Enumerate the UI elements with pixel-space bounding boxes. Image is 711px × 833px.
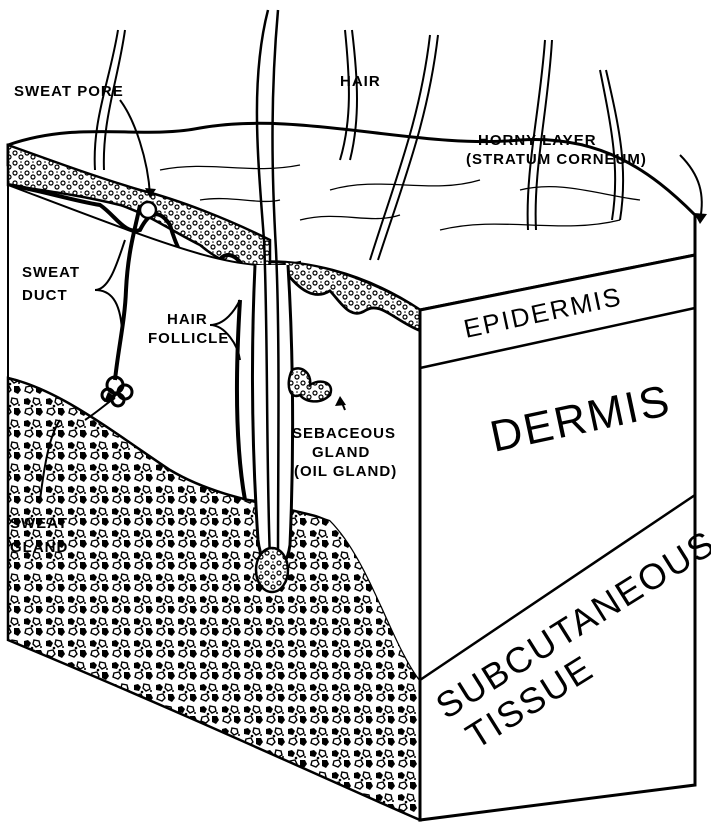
label-horny-layer-line2: (STRATUM CORNEUM) (466, 151, 647, 168)
label-sebaceous-line3: (OIL GLAND) (294, 463, 397, 480)
hair-bulb (256, 548, 288, 592)
label-sebaceous-line1: SEBACEOUS (292, 425, 396, 442)
label-horny-layer-line1: HORNY LAYER (478, 132, 597, 149)
label-hair-follicle-line1: HAIR (167, 311, 208, 328)
label-sweat-gland-line1: SWEAT (10, 515, 68, 532)
label-sweat-gland-line2: GLAND (10, 539, 68, 556)
hair-follicle (252, 265, 292, 569)
label-hair: HAIR (340, 73, 381, 90)
front-face (420, 255, 695, 820)
label-sweat-duct-line1: SWEAT (22, 264, 80, 281)
sweat-pore-opening (140, 202, 156, 218)
label-sebaceous-line2: GLAND (312, 444, 370, 461)
label-sweat-duct-line2: DUCT (22, 287, 68, 304)
label-sweat-pore: SWEAT PORE (14, 83, 124, 100)
label-hair-follicle-line2: FOLLICLE (148, 330, 229, 347)
